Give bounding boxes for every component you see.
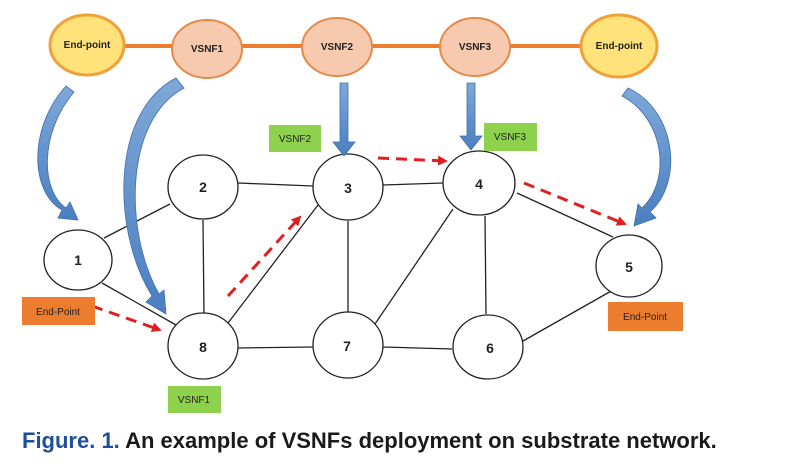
node-8-label: 8: [199, 339, 207, 355]
tag-vsnf1-label: VSNF1: [178, 395, 211, 406]
node-2-label: 2: [199, 179, 207, 195]
link-2-3: [237, 182, 314, 187]
service-chain: End-point VSNF1 VSNF2 VSNF3 End-point: [48, 13, 659, 79]
tag-endpoint-left-label: End-Point: [36, 307, 80, 318]
node-8[interactable]: 8: [167, 312, 239, 380]
node-6[interactable]: 6: [452, 314, 524, 380]
chain-endpoint-left[interactable]: End-point: [48, 13, 126, 77]
link-7-6: [382, 346, 453, 350]
node-5-label: 5: [625, 259, 633, 275]
node-1[interactable]: 1: [43, 229, 113, 291]
node-4[interactable]: 4: [442, 150, 516, 216]
link-2-8: [202, 219, 205, 315]
chain-vsnf3-label: VSNF3: [459, 42, 492, 53]
node-2[interactable]: 2: [167, 154, 239, 220]
chain-vsnf2-label: VSNF2: [321, 42, 354, 53]
path-arrow-1-to-8: [91, 304, 162, 333]
node-6-label: 6: [486, 340, 494, 356]
link-6-5: [522, 289, 614, 342]
tag-vsnf1: VSNF1: [168, 386, 221, 413]
mapping-arrow-vsnf3-to-node-4: [459, 82, 483, 151]
tag-endpoint-right-label: End-Point: [623, 312, 667, 323]
substrate-nodes: 1 2 3 4 5 6 7 8: [43, 150, 663, 380]
substrate-links: [101, 182, 614, 350]
tag-vsnf3: VSNF3: [484, 123, 537, 151]
tag-endpoint-right: End-Point: [608, 302, 683, 331]
path-arrow-8-to-3: [226, 215, 302, 298]
mapping-arrow-endpoint-to-node-5: [621, 87, 672, 227]
link-4-6: [484, 215, 487, 315]
tags: VSNF2 VSNF3 VSNF1 End-Point End-Point: [22, 123, 683, 413]
node-3[interactable]: 3: [312, 153, 384, 221]
chain-vsnf1-label: VSNF1: [191, 44, 224, 55]
tag-vsnf2-label: VSNF2: [279, 134, 312, 145]
node-1-label: 1: [74, 252, 82, 268]
node-4-label: 4: [475, 176, 483, 192]
deployment-path: [91, 155, 627, 333]
node-7-label: 7: [343, 338, 351, 354]
mapping-arrow-vsnf1-to-node-8: [123, 77, 185, 315]
mapping-arrows: [37, 77, 672, 315]
link-4-5: [516, 192, 614, 238]
path-arrow-4-to-5: [523, 181, 627, 226]
tag-vsnf2: VSNF2: [269, 125, 321, 152]
figure-caption: Figure. 1. An example of VSNFs deploymen…: [22, 428, 792, 454]
link-3-4: [382, 182, 444, 186]
chain-endpoint-left-label: End-point: [64, 40, 111, 51]
chain-endpoint-right[interactable]: End-point: [579, 13, 659, 79]
node-5[interactable]: 5: [595, 234, 663, 298]
figure-caption-prefix: Figure. 1.: [22, 428, 120, 453]
path-arrow-3-to-4: [377, 155, 448, 166]
chain-vsnf2[interactable]: VSNF2: [301, 17, 373, 77]
link-4-7: [374, 208, 454, 325]
node-3-label: 3: [344, 180, 352, 196]
node-7[interactable]: 7: [312, 311, 384, 379]
tag-vsnf3-label: VSNF3: [494, 132, 527, 143]
tag-endpoint-left: End-Point: [22, 297, 95, 325]
figure-caption-text: An example of VSNFs deployment on substr…: [119, 428, 717, 453]
chain-vsnf3[interactable]: VSNF3: [439, 17, 511, 77]
mapping-arrow-vsnf2-to-node-3: [332, 82, 356, 157]
mapping-arrow-endpoint-to-node-1: [37, 85, 79, 221]
chain-endpoint-right-label: End-point: [596, 41, 643, 52]
link-1-8: [101, 282, 177, 326]
link-8-7: [237, 346, 314, 349]
chain-vsnf1[interactable]: VSNF1: [171, 19, 243, 79]
link-3-8: [227, 204, 319, 324]
